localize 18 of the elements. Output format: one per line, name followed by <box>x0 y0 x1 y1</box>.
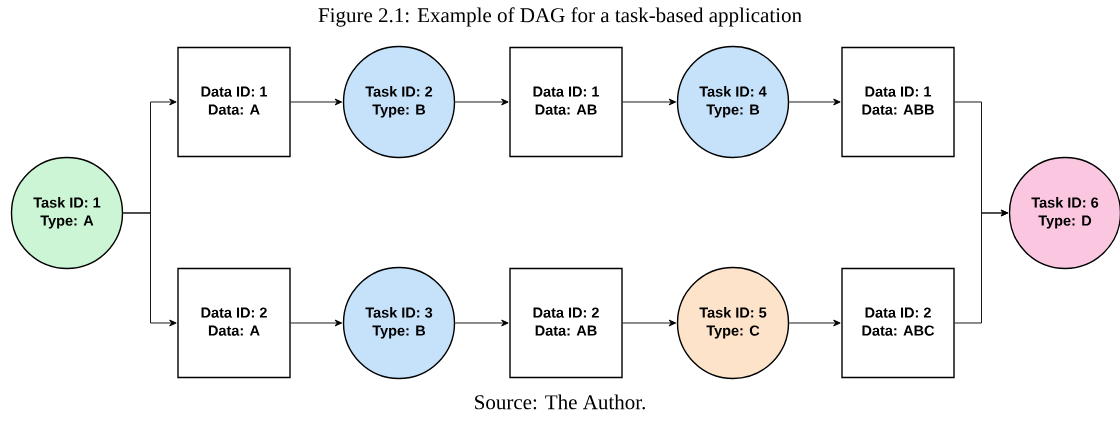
data-box: Data ID: 2 Data: A <box>177 267 291 379</box>
arrow <box>290 319 343 327</box>
arrow <box>122 212 177 327</box>
figure-title: Figure 2.1: Example of DAG for a task-based application <box>318 7 802 27</box>
data-box: Data ID: 2 Data: ABC <box>841 267 955 379</box>
data-box: Data ID: 1 Data: AB <box>509 46 623 158</box>
arrow <box>954 209 1009 324</box>
arrow <box>290 98 343 106</box>
data-box: Data ID: 1 Data: ABB <box>841 46 955 158</box>
arrow <box>454 98 509 106</box>
arrow <box>622 319 677 327</box>
arrow <box>788 319 841 327</box>
data-box: Data ID: 1 Data: A <box>177 46 291 158</box>
arrow <box>788 98 841 106</box>
arrow <box>454 319 509 327</box>
arrow <box>622 98 677 106</box>
source-caption: Source: The Author. <box>475 394 645 410</box>
data-box: Data ID: 2 Data: AB <box>509 267 623 379</box>
